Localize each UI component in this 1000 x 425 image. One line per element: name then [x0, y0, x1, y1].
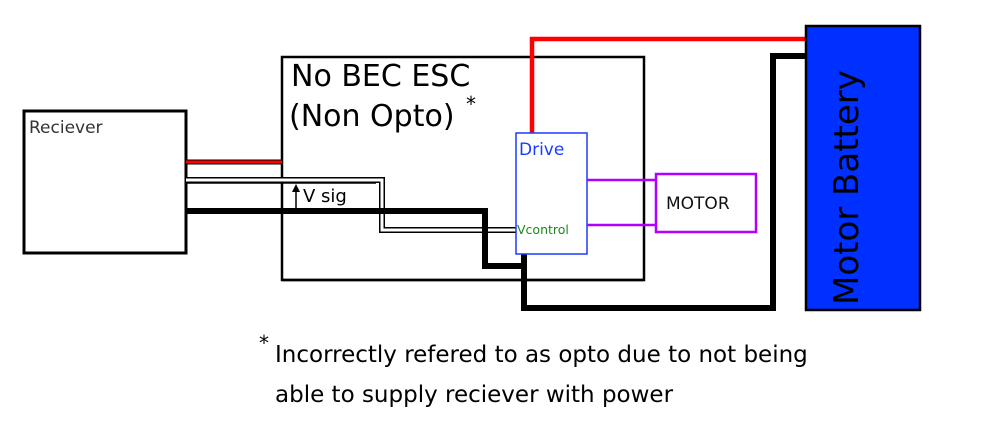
esc-title-line2: (Non Opto) [289, 99, 455, 134]
motor-battery [804, 24, 922, 312]
esc-asterisk: * [466, 92, 476, 116]
footnote-line1: Incorrectly refered to as opto due to no… [275, 342, 808, 368]
footnote-line2: able to supply reciever with power [275, 382, 674, 408]
signal-wire-core [186, 178, 516, 232]
vsig-label: V sig [303, 186, 347, 207]
drive-label: Drive [519, 140, 564, 160]
receiver-box [22, 109, 188, 255]
receiver-label: Reciever [29, 118, 103, 138]
receiver-ground-wire [186, 208, 524, 269]
motor-box [654, 172, 758, 234]
battery-label: Motor Battery [827, 70, 867, 305]
vcontrol-label: Vcontrol [517, 222, 569, 237]
vsig-arrowhead-icon [292, 184, 300, 192]
signal-wire [186, 177, 516, 233]
footnote-asterisk: * [259, 331, 269, 355]
motor-label: MOTOR [666, 194, 730, 214]
battery-ground-wire [521, 53, 806, 311]
battery-positive-wire [529, 36, 806, 135]
esc-title-line1: No BEC ESC [291, 59, 470, 94]
drive-block [515, 132, 588, 255]
